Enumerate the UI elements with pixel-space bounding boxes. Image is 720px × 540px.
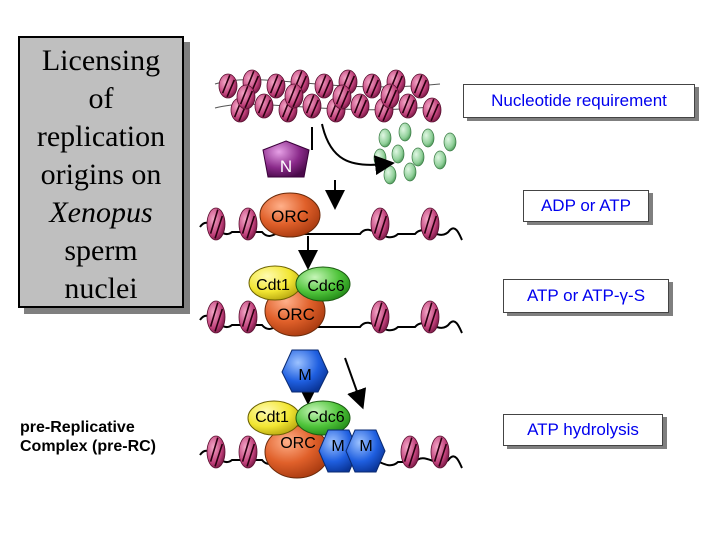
nucleosome — [238, 435, 258, 469]
nucleosome — [422, 97, 442, 123]
free-nucleotide — [383, 165, 397, 185]
nucleosome — [370, 207, 390, 241]
orc-label: ORC — [280, 435, 316, 452]
nucleosome — [332, 84, 352, 110]
nucleosome — [206, 435, 226, 469]
nucleosome — [238, 207, 258, 241]
cdc6-label: Cdc6 — [307, 409, 344, 426]
m-label: M — [359, 438, 372, 455]
atp-hydrolysis-box: ATP hydrolysis — [503, 414, 663, 446]
m-label: M — [298, 367, 311, 384]
orc-complex-row2: ORC — [259, 192, 321, 238]
nucleosome — [350, 93, 370, 119]
orc-complex-row3: Cdt1 Cdc6 ORC — [248, 265, 351, 337]
free-nucleotide — [403, 162, 417, 182]
nucleosome — [398, 93, 418, 119]
prerc-line: pre-Replicative — [20, 419, 135, 436]
free-nucleotide — [378, 128, 392, 148]
prerc-line: Complex (pre-RC) — [20, 438, 157, 455]
nucleosome — [420, 300, 440, 334]
mcm-free: M — [281, 349, 329, 393]
title-line: sperm — [64, 234, 138, 267]
nucleosome — [380, 83, 400, 109]
orc-label: ORC — [277, 305, 315, 324]
free-nucleotide — [433, 150, 447, 170]
prerc-complex: Cdt1 Cdc6 ORC M M — [247, 400, 386, 479]
n-label: N — [280, 157, 292, 176]
title-line-italic: Xenopus — [49, 196, 153, 229]
n-protein: N — [262, 140, 310, 178]
nucleosome — [218, 73, 238, 99]
nucleosome — [302, 93, 322, 119]
nucleosome — [266, 73, 286, 99]
title-line: of — [88, 82, 114, 115]
nucleosome — [254, 93, 274, 119]
adp-atp-box: ADP or ATP — [523, 190, 649, 222]
nucleosome — [238, 300, 258, 334]
m-label: M — [331, 438, 344, 455]
nucleosome — [400, 435, 420, 469]
free-nucleotide — [398, 122, 412, 142]
free-nucleotide — [443, 132, 457, 152]
cdt1-label: Cdt1 — [255, 409, 289, 426]
title-line: Licensing — [41, 44, 161, 77]
nucleosome — [370, 300, 390, 334]
dna-strands — [199, 207, 463, 469]
nucleosome — [410, 73, 430, 99]
nucleotide-requirement-box: Nucleotide requirement — [463, 84, 695, 118]
atp-gamma-s-box: ATP or ATP-γ-S — [503, 279, 669, 313]
nucleosome — [362, 73, 382, 99]
nucleosome — [314, 73, 334, 99]
nucleosome — [236, 84, 256, 110]
free-nucleotide — [411, 147, 425, 167]
title-line: replication — [36, 120, 166, 153]
free-nucleotide — [391, 144, 405, 164]
nucleosome — [284, 83, 304, 109]
sperm-chromatin — [214, 69, 442, 123]
orc-label: ORC — [271, 207, 309, 226]
cdt1-label: Cdt1 — [256, 277, 290, 294]
nucleosome — [420, 207, 440, 241]
nucleosome — [206, 207, 226, 241]
free-nucleotide-cluster — [373, 122, 457, 185]
title-line: origins on — [40, 158, 162, 191]
nucleosome — [206, 300, 226, 334]
prerc-label: pre-Replicative Complex (pre-RC) — [20, 418, 156, 456]
nucleosome — [430, 435, 450, 469]
free-nucleotide — [421, 128, 435, 148]
title-line: nuclei — [64, 272, 138, 305]
cdc6-label: Cdc6 — [307, 278, 344, 295]
title-box: Licensing of replication origins on Xeno… — [18, 36, 184, 308]
